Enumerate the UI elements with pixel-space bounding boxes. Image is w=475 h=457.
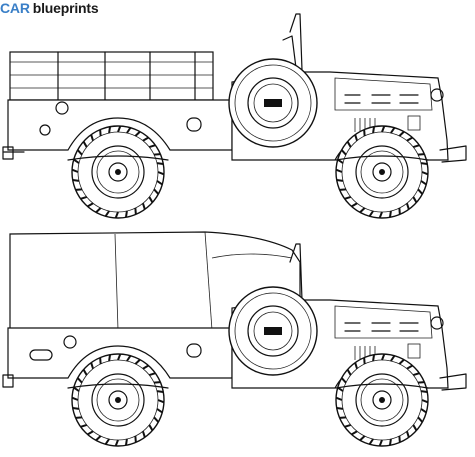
rear-body (7, 99, 233, 151)
rear-wheel-lower (71, 353, 165, 447)
logo-blueprints-text: blueprints (32, 0, 99, 16)
rear-wheel (71, 125, 165, 219)
cargo-slats (9, 51, 214, 101)
front-wheel (335, 125, 429, 219)
vehicle-side-view-canvas-top (2, 231, 467, 447)
front-wheel-lower (335, 353, 429, 447)
vehicle-side-view-open-cargo (2, 13, 467, 219)
logo-car-text: CAR (0, 0, 30, 16)
